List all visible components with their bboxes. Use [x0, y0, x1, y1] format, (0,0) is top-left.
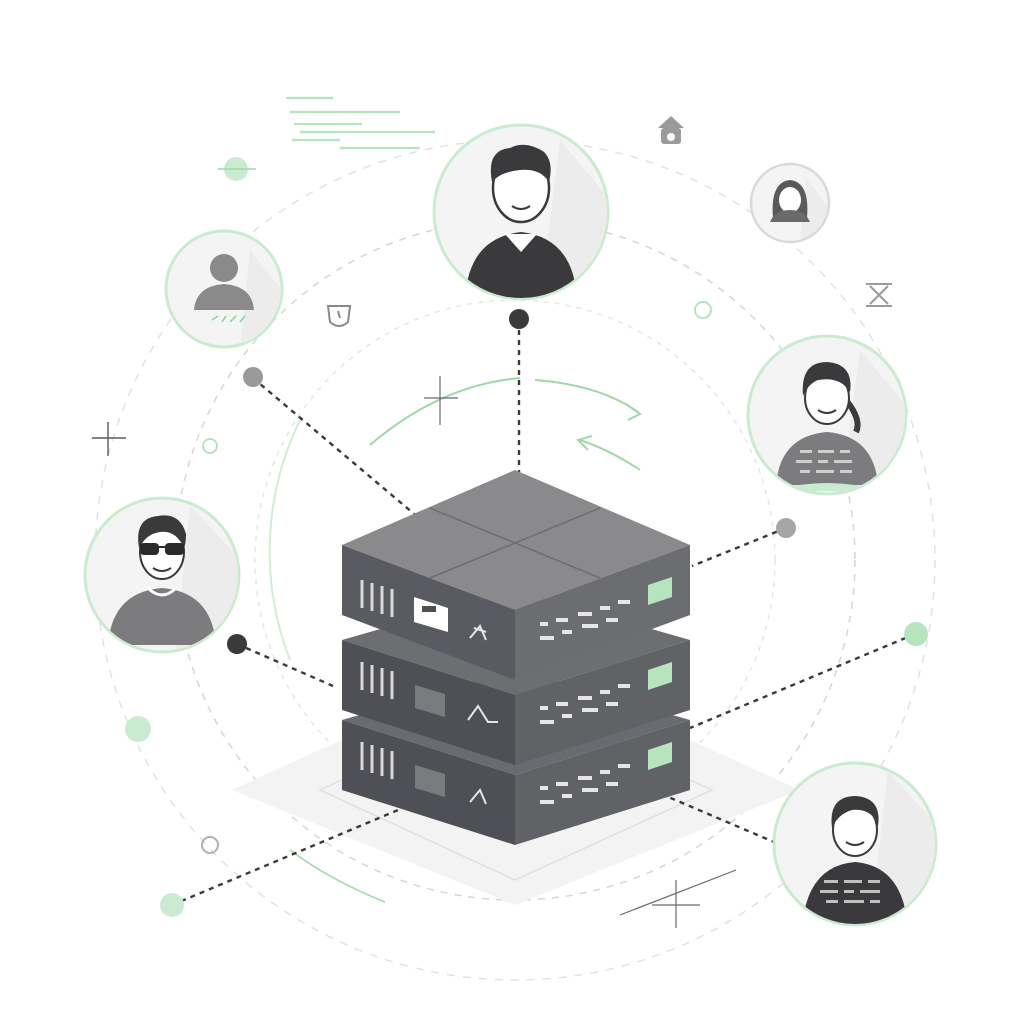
sync-arrows-icon [369, 377, 642, 471]
dot-top-left-green [218, 157, 256, 181]
dot-left [227, 634, 247, 654]
hourglass-icon [866, 283, 892, 307]
user-node-top-right [749, 162, 831, 244]
crosshair-icon [424, 376, 458, 425]
connector-left [236, 642, 334, 688]
man-sunglasses-avatar-icon [108, 505, 238, 651]
user-node-right [746, 334, 908, 496]
connector-dots [125, 157, 928, 917]
connector-right-lower [689, 632, 916, 730]
dot-top [509, 309, 529, 329]
dot-ring-small-1 [202, 438, 218, 454]
user-node-bottom-right [772, 761, 938, 927]
connector-right [691, 526, 787, 568]
connector-bottom-right [651, 788, 789, 850]
crosshair-icon [92, 422, 126, 456]
orbit-arc-green-bottom [289, 849, 386, 903]
dot-ring-small-3 [201, 836, 219, 854]
connector-bottom-left [171, 803, 411, 907]
orbit-arc-green-left [268, 419, 301, 661]
user-node-left [83, 496, 241, 654]
text-lines-icon [286, 96, 435, 150]
dot-ring-small-2 [694, 301, 712, 319]
shield-icon [326, 305, 352, 327]
person-avatar-icon [802, 770, 935, 924]
crosshair-icon [619, 869, 737, 928]
dot-left-green [125, 716, 151, 742]
connector-top-left [252, 377, 446, 541]
connector-lines [171, 320, 916, 907]
home-icon [658, 116, 684, 144]
user-node-top-left [164, 229, 284, 349]
server-unit-top [342, 470, 690, 680]
server-stack-icon [342, 470, 690, 845]
user-node-top [432, 123, 610, 301]
dot-top-left [243, 367, 263, 387]
dot-right-lower [904, 622, 928, 646]
dot-bottom-left [160, 893, 184, 917]
dot-right [776, 518, 796, 538]
